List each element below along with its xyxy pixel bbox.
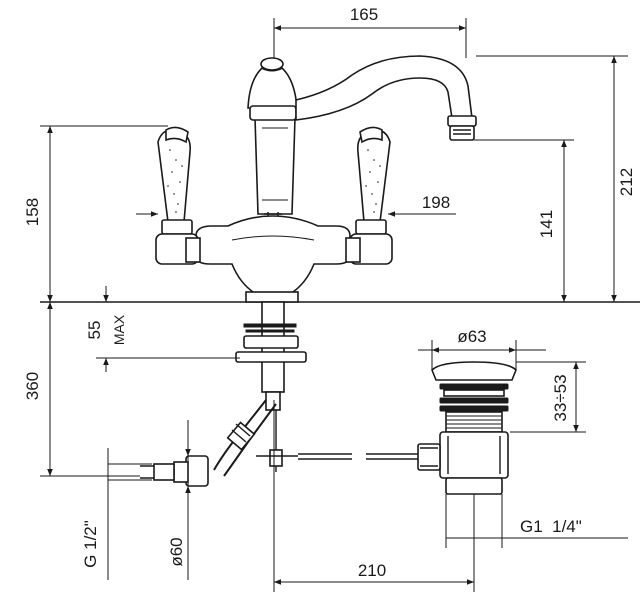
dim-g-half: G 1/2" bbox=[81, 520, 100, 568]
right-handle bbox=[345, 126, 393, 265]
dim-158: 158 bbox=[23, 198, 42, 226]
dim-55: 55 bbox=[85, 321, 104, 340]
dim-165: 165 bbox=[350, 5, 378, 24]
dim-flange-60: ø60 bbox=[167, 537, 186, 566]
dim-max-label: MAX bbox=[111, 314, 127, 345]
dim-210: 210 bbox=[358, 561, 386, 580]
dim-198: 198 bbox=[422, 193, 450, 212]
left-handle bbox=[155, 126, 201, 265]
faucet-body bbox=[195, 55, 477, 303]
dim-212: 212 bbox=[617, 168, 636, 196]
dim-waste-63: ø63 bbox=[457, 327, 486, 346]
dim-141: 141 bbox=[537, 210, 556, 238]
below-deck-assembly bbox=[140, 301, 420, 487]
dimension-lines bbox=[40, 18, 628, 592]
dim-360: 360 bbox=[23, 372, 42, 400]
dim-g1-quarter: G1 1/4" bbox=[520, 517, 582, 536]
dim-stroke-33-53: 33÷53 bbox=[551, 374, 570, 421]
popup-waste bbox=[417, 361, 517, 495]
